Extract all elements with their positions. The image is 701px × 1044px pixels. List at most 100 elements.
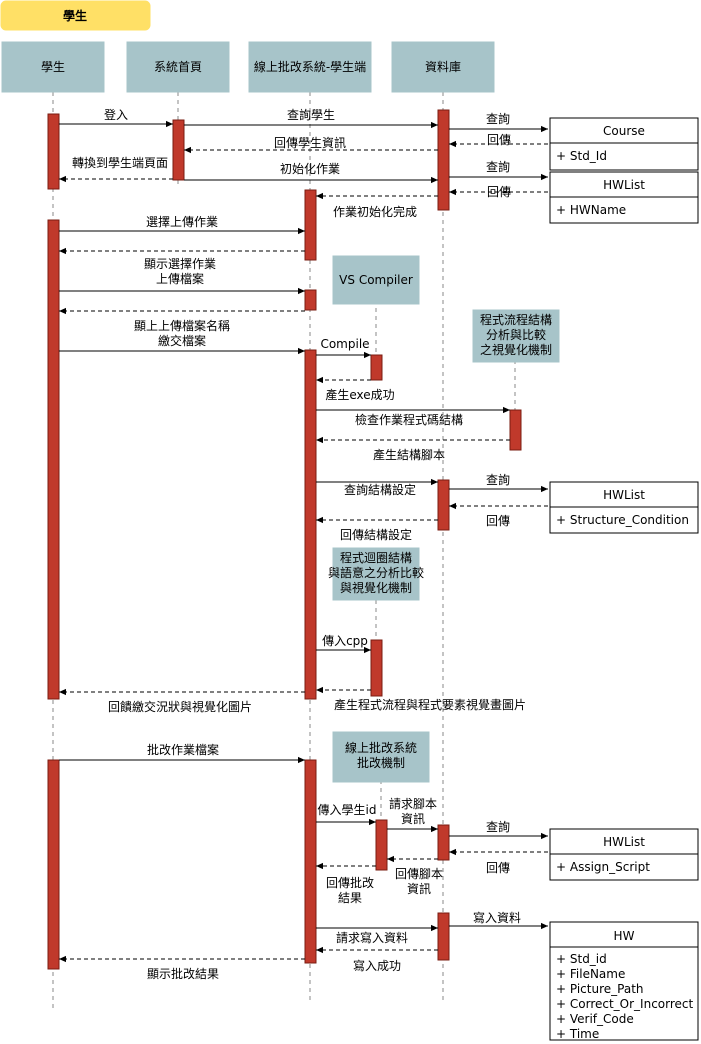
label-init-done: 作業初始化完成 bbox=[333, 204, 417, 219]
participant-student-label: 學生 bbox=[41, 60, 65, 74]
activation-db-3 bbox=[437, 824, 450, 861]
class-hwlist-1: HWList + HWName bbox=[549, 171, 699, 224]
participant-db: 資料庫 bbox=[391, 41, 495, 93]
helper-loop-label: 程式迴圈結構與語意之分析比較與視覺化機制 bbox=[328, 550, 424, 595]
solid-arrows bbox=[59, 120, 548, 932]
lifelines bbox=[52, 92, 516, 1010]
text-line: 顯示選擇作業 bbox=[144, 256, 216, 271]
participant-home: 系統首頁 bbox=[126, 41, 230, 93]
text-line: 請求腳本 bbox=[389, 797, 437, 811]
helper-flow: 程式流程結構分析與比較之視覺化機制 bbox=[472, 309, 560, 363]
label-return3: 回傳 bbox=[486, 514, 510, 528]
class-hwlist-2-title: HWList bbox=[603, 488, 645, 502]
label-check: 檢查作業程式碼結構 bbox=[355, 412, 463, 427]
participant-db-label: 資料庫 bbox=[425, 60, 461, 74]
class-hw-field: + Correct_Or_Incorrect bbox=[556, 997, 694, 1011]
activation-system-4 bbox=[304, 759, 317, 964]
label-pass-id: 傳入學生id bbox=[318, 803, 377, 817]
label-gen-pic: 產生程式流程與程式要素視覺畫圖片 bbox=[334, 697, 526, 712]
label-show-result: 顯示批改結果 bbox=[147, 966, 219, 981]
label-return-struct: 回傳結構設定 bbox=[340, 527, 412, 542]
class-hwlist-3-title: HWList bbox=[603, 835, 645, 849]
label-submit: 顯上上傳檔案名稱繳交檔案 bbox=[134, 318, 230, 348]
text-line: 結果 bbox=[338, 891, 362, 905]
label-show-upload: 顯示選擇作業上傳檔案 bbox=[144, 256, 216, 286]
class-hwlist-3: HWList + Assign_Script bbox=[549, 828, 699, 881]
helper-compiler: VS Compiler bbox=[332, 255, 420, 305]
label-write-data: 寫入資料 bbox=[473, 910, 521, 925]
label-return2: 回傳 bbox=[487, 185, 511, 199]
helper-compiler-label: VS Compiler bbox=[339, 273, 413, 287]
class-hwlist-3-field: + Assign_Script bbox=[556, 860, 650, 874]
label-compile: Compile bbox=[320, 337, 369, 351]
class-hwlist-1-title: HWList bbox=[603, 178, 645, 192]
text-line: 之視覺化機制 bbox=[480, 342, 552, 357]
participant-system: 線上批改系統-學生端 bbox=[248, 41, 372, 93]
text-line: 程式流程結構 bbox=[480, 312, 552, 327]
participant-system-label: 線上批改系統-學生端 bbox=[254, 59, 366, 74]
class-hwlist-2: HWList + Structure_Condition bbox=[549, 481, 699, 534]
label-return-result: 回傳批改結果 bbox=[326, 875, 374, 905]
text-line: 程式迴圈結構 bbox=[340, 550, 412, 565]
label-login: 登入 bbox=[104, 107, 128, 122]
label-return-student: 回傳學生資訊 bbox=[274, 135, 346, 150]
class-course: Course + Std_Id bbox=[549, 117, 699, 171]
label-return1: 回傳 bbox=[487, 133, 511, 147]
label-exe: 產生exe成功 bbox=[325, 387, 394, 402]
activation-db-1 bbox=[437, 109, 450, 211]
class-hw-title: HW bbox=[614, 929, 635, 943]
label-write-ok: 寫入成功 bbox=[353, 958, 401, 973]
participant-home-label: 系統首頁 bbox=[154, 60, 202, 74]
activation-system-2 bbox=[304, 289, 317, 311]
activation-compiler bbox=[370, 354, 383, 381]
class-hw: HW + Std_id + FileName + Picture_Path + … bbox=[549, 921, 699, 1041]
label-query-struct: 查詢結構設定 bbox=[344, 482, 416, 497]
helper-loop: 程式迴圈結構與語意之分析比較與視覺化機制 bbox=[328, 547, 424, 601]
class-hw-field: + Verif_Code bbox=[556, 1012, 634, 1026]
label-req-write: 請求寫入資料 bbox=[336, 930, 408, 945]
activation-loop bbox=[370, 639, 383, 697]
participant-student: 學生 bbox=[1, 41, 105, 93]
text-line: 資訊 bbox=[401, 811, 425, 826]
text-line: 批改機制 bbox=[357, 755, 405, 770]
class-hw-field: + Picture_Path bbox=[556, 982, 644, 996]
activation-db-2 bbox=[437, 479, 450, 531]
activation-student-1 bbox=[47, 113, 60, 190]
activation-flow bbox=[509, 409, 522, 451]
activation-system-1 bbox=[304, 189, 317, 261]
class-course-title: Course bbox=[603, 124, 645, 138]
frame-title: 學生 bbox=[0, 0, 151, 31]
label-query2: 查詢 bbox=[486, 159, 510, 174]
activation-student-2 bbox=[47, 219, 60, 700]
text-line: 回傳腳本 bbox=[395, 867, 443, 881]
text-line: 與語意之分析比較 bbox=[328, 565, 424, 580]
class-hw-field: + Std_id bbox=[556, 952, 607, 966]
dashed-arrows bbox=[59, 140, 548, 963]
activation-home bbox=[172, 119, 185, 181]
label-query4: 查詢 bbox=[486, 819, 510, 834]
class-course-field: + Std_Id bbox=[556, 149, 607, 163]
label-req-script: 請求腳本資訊 bbox=[389, 797, 437, 826]
text-line: 顯上上傳檔案名稱 bbox=[134, 318, 230, 333]
label-switch: 轉換到學生端頁面 bbox=[72, 156, 168, 170]
text-line: 與視覺化機制 bbox=[340, 580, 412, 595]
helper-flow-label: 程式流程結構分析與比較之視覺化機制 bbox=[480, 312, 552, 357]
activation-db-4 bbox=[437, 912, 450, 961]
label-script: 產生結構腳本 bbox=[373, 447, 445, 462]
text-line: 資訊 bbox=[407, 881, 431, 896]
label-pass-cpp: 傳入cpp bbox=[322, 634, 368, 648]
text-line: 上傳檔案 bbox=[156, 271, 204, 286]
class-hwlist-1-field: + HWName bbox=[556, 203, 626, 217]
frame-title-text: 學生 bbox=[63, 8, 87, 23]
message-labels: 登入 查詢學生 查詢 回傳 回傳學生資訊 轉換到學生端頁面 初始化作業 查詢 回… bbox=[72, 107, 526, 981]
helper-grader-label: 線上批改系統批改機制 bbox=[345, 740, 417, 770]
label-return4: 回傳 bbox=[486, 861, 510, 875]
helper-grader: 線上批改系統批改機制 bbox=[332, 731, 430, 783]
text-line: 繳交檔案 bbox=[158, 333, 206, 348]
class-hw-field: + FileName bbox=[556, 967, 625, 981]
activation-system-3 bbox=[304, 349, 317, 700]
label-query1: 查詢 bbox=[486, 111, 510, 126]
text-line: 分析與比較 bbox=[486, 327, 546, 342]
activation-grader bbox=[375, 819, 388, 871]
